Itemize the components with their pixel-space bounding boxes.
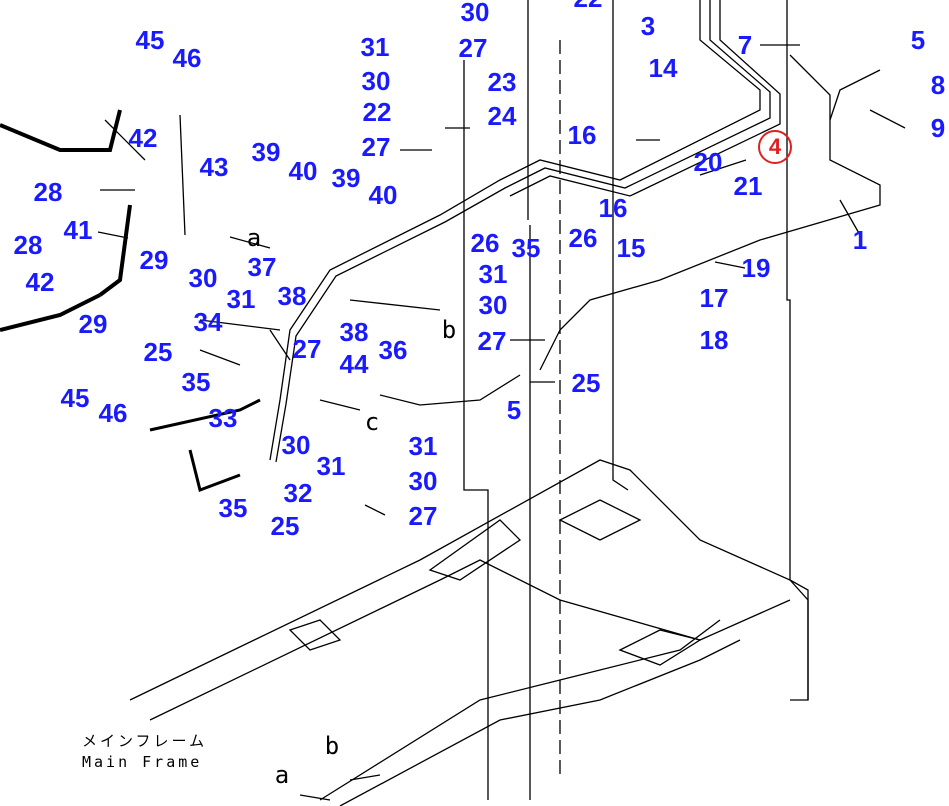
callout: 37 [247, 252, 277, 282]
callout: 26 [470, 228, 500, 258]
callout: 31 [408, 431, 438, 461]
reference-marker: b [324, 732, 340, 760]
callout: 24 [487, 101, 517, 131]
callout: 31 [360, 32, 390, 62]
callout: 27 [292, 334, 322, 364]
callout: 25 [270, 511, 300, 541]
callout: 32 [283, 478, 313, 508]
callout: 39 [331, 163, 361, 193]
callout: 27 [361, 132, 391, 162]
callout: 35 [218, 493, 248, 523]
callout: 1 [852, 225, 868, 255]
caption-english: Main Frame [82, 753, 203, 771]
callout: 30 [281, 430, 311, 460]
callout: 46 [98, 398, 128, 428]
callout: 35 [181, 367, 211, 397]
callout: 45 [135, 25, 165, 55]
callout: 15 [616, 233, 646, 263]
callout: 22 [362, 97, 392, 127]
callout: 35 [511, 233, 541, 263]
callout: 27 [477, 326, 507, 356]
callout: 23 [487, 67, 517, 97]
callout: 16 [598, 193, 628, 223]
callout: 42 [128, 123, 158, 153]
callout: 38 [339, 317, 369, 347]
callout: 30 [478, 290, 508, 320]
callout: 33 [208, 403, 238, 433]
callout: 22 [574, 0, 603, 11]
highlight-callout-4: 4 [758, 130, 792, 164]
callout: 5 [506, 395, 522, 425]
callout: 21 [733, 171, 763, 201]
callout: 42 [25, 267, 55, 297]
callout: 31 [226, 284, 256, 314]
callout: 28 [13, 230, 43, 260]
reference-marker: a [274, 761, 290, 789]
callout: 7 [737, 30, 753, 60]
callout: 39 [251, 137, 281, 167]
callout: 36 [378, 335, 408, 365]
callout: 9 [930, 113, 946, 143]
callout: 44 [339, 349, 369, 379]
callout: 19 [741, 253, 771, 283]
callout: 29 [78, 309, 108, 339]
callout: 30 [188, 263, 218, 293]
callout: 18 [699, 325, 729, 355]
callout: 45 [60, 383, 90, 413]
callout: 46 [172, 43, 202, 73]
callout: 27 [408, 501, 438, 531]
caption-japanese: メインフレーム [82, 732, 208, 750]
reference-marker: a [246, 224, 262, 252]
callout: 43 [199, 152, 229, 182]
callout: 26 [568, 223, 598, 253]
callout: 17 [699, 283, 729, 313]
reference-marker: b [441, 316, 457, 344]
callout: 16 [567, 120, 597, 150]
callout: 29 [139, 245, 169, 275]
callout: 40 [368, 180, 398, 210]
callout: 30 [460, 0, 490, 27]
callout: 20 [693, 147, 723, 177]
callout: 5 [910, 25, 926, 55]
callout: 25 [571, 368, 601, 398]
callout: 28 [33, 177, 63, 207]
callout: 14 [648, 53, 678, 83]
callout: 27 [458, 33, 488, 63]
callout: 3 [640, 11, 656, 41]
callout: 30 [361, 66, 391, 96]
callout: 34 [193, 307, 223, 337]
callout: 30 [408, 466, 438, 496]
callout: 25 [143, 337, 173, 367]
callout: 31 [316, 451, 346, 481]
reference-marker: c [364, 408, 380, 436]
callout: 8 [930, 70, 946, 100]
callout: 31 [478, 259, 508, 289]
callout: 41 [63, 215, 93, 245]
callout: 38 [277, 281, 307, 311]
callout: 40 [288, 156, 318, 186]
